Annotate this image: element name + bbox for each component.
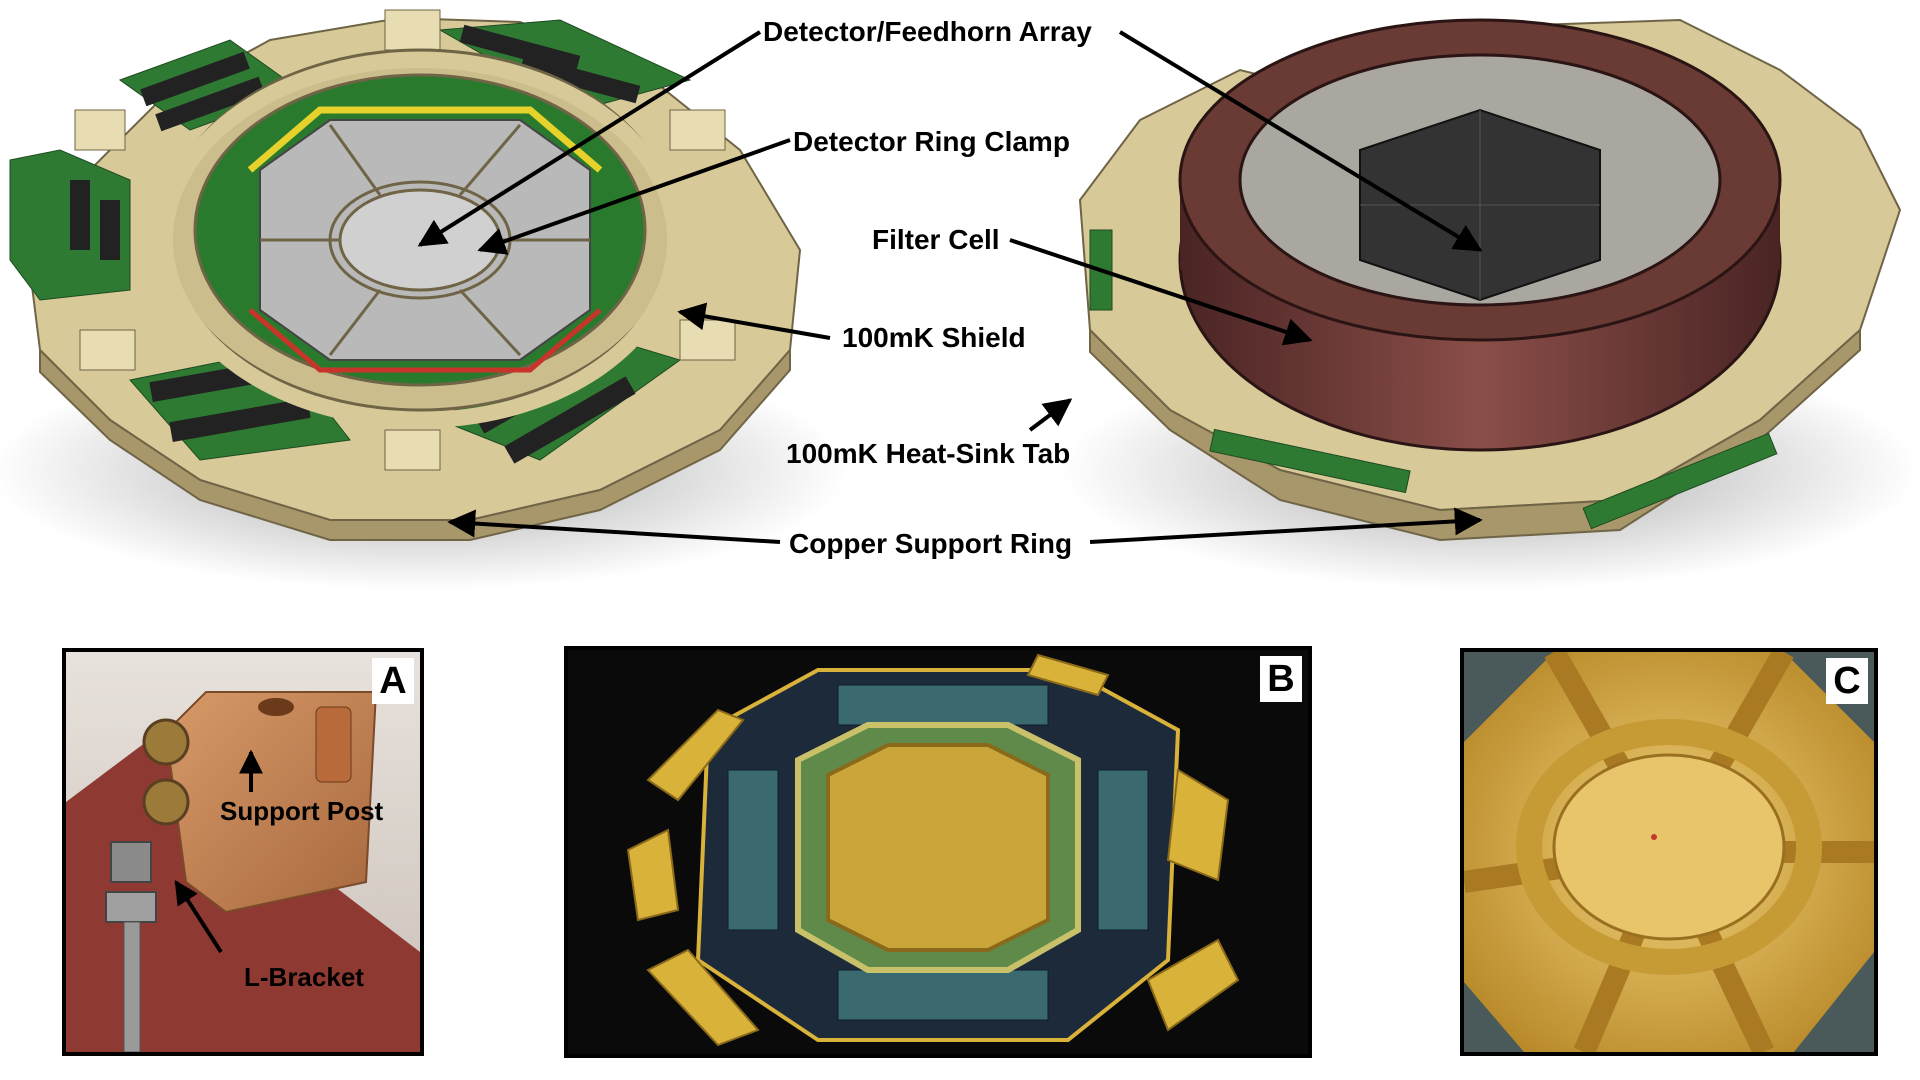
label-filter-cell: Filter Cell — [872, 224, 1000, 255]
arrow-filter-cell — [1009, 238, 1313, 346]
pcb-board-top-right — [438, 19, 692, 111]
arrow-copper-left — [447, 509, 781, 544]
arrow-feedhorn-left — [417, 30, 762, 247]
clamp-ring — [1516, 719, 1822, 975]
panel-c: C — [1460, 648, 1878, 1056]
panel-letter-c: C — [1826, 658, 1868, 704]
label-detector-feedhorn-array: Detector/Feedhorn Array — [763, 16, 1092, 47]
panel-b: B — [564, 646, 1312, 1058]
gold-tabs — [626, 653, 1240, 1047]
panel-letter-b: B — [1260, 656, 1302, 702]
arrow-shield — [677, 302, 831, 340]
arrow-feedhorn-right — [1118, 30, 1483, 252]
arrow-copper-right — [1089, 507, 1483, 544]
label-heat-sink-tab: 100mK Heat-Sink Tab — [786, 438, 1071, 469]
module-render-left — [0, 9, 850, 590]
label-support-post: Support Post — [220, 796, 384, 826]
label-copper-support-ring: Copper Support Ring — [789, 528, 1073, 559]
panel-c-photo — [1464, 652, 1874, 1052]
panel-a: Support Post L-Bracket A — [62, 648, 424, 1056]
panel-letter-a: A — [372, 658, 414, 704]
arrow-ring-clamp — [477, 138, 791, 255]
panel-b-photo — [568, 650, 1308, 1054]
pcb-board-top-left — [118, 39, 302, 132]
readout-modules — [727, 684, 1149, 1021]
callout-arrows — [417, 30, 1483, 544]
pcb-edge-right — [1582, 432, 1778, 530]
label-l-bracket: L-Bracket — [244, 962, 364, 992]
label-100mk-shield: 100mK Shield — [842, 322, 1026, 353]
panel-a-photo — [66, 652, 420, 1052]
label-detector-ring-clamp: Detector Ring Clamp — [793, 126, 1070, 157]
arrow-l-bracket — [174, 879, 223, 954]
gold-hex-detector — [826, 743, 1050, 952]
module-render-right — [1060, 18, 1920, 590]
pcb-edge-left — [1209, 428, 1411, 494]
arrow-heat-sink — [1028, 398, 1073, 432]
pcb-board-side — [9, 149, 131, 301]
connector-pads — [74, 9, 736, 471]
